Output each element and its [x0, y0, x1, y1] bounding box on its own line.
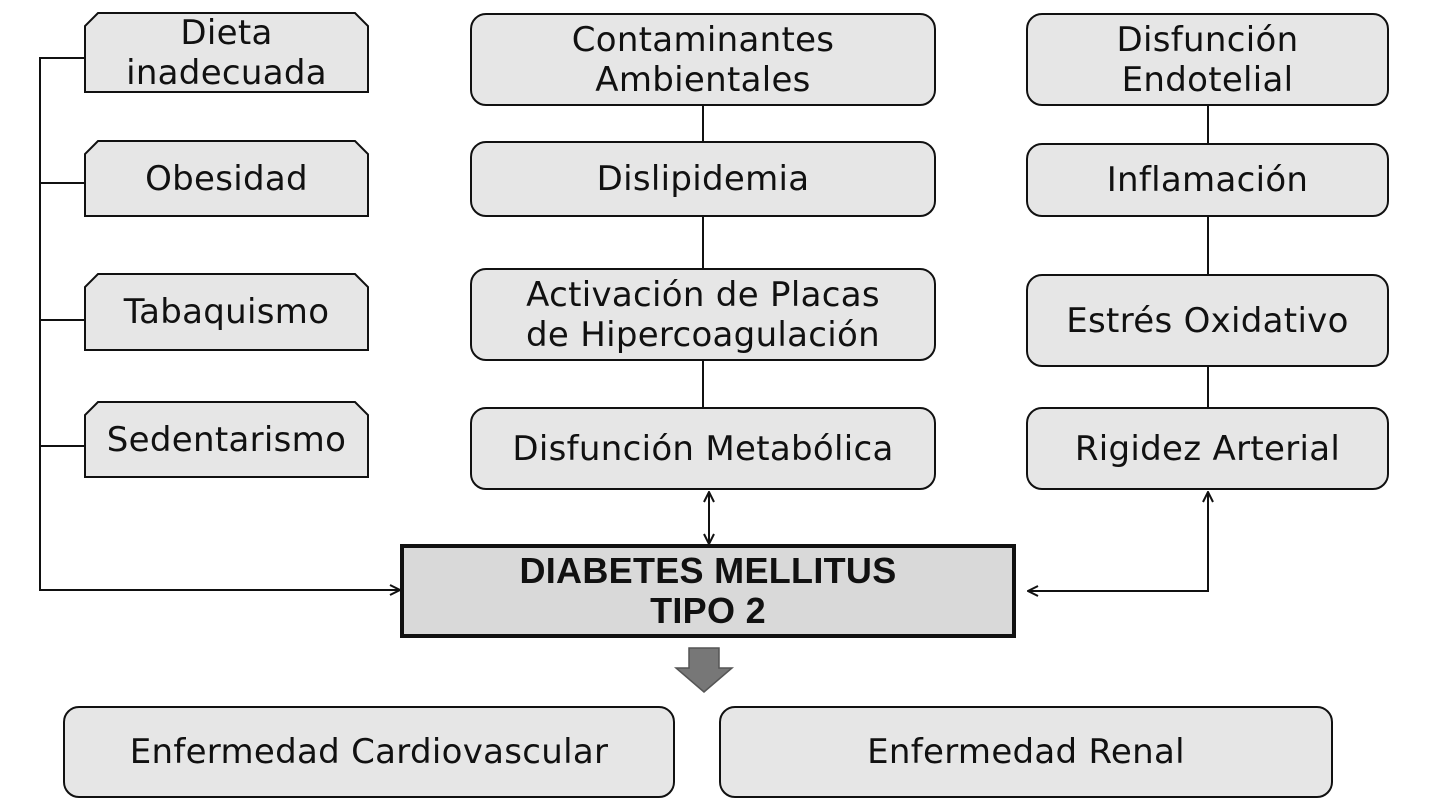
node-dyslipidemia: Dislipidemia [470, 141, 936, 217]
risk-factor-shape [84, 273, 369, 351]
node-metabolic-dysfunction: Disfunción Metabólica [470, 407, 936, 490]
node-oxidative-stress: Estrés Oxidativo [1026, 274, 1389, 367]
node-diabetes-mellitus: DIABETES MELLITUS TIPO 2 [400, 544, 1016, 638]
risk-factor-smoking: Tabaquismo [123, 292, 330, 332]
node-endothelial-dysfunction: Disfunción Endotelial [1026, 13, 1389, 106]
risk-factor-shape [84, 401, 369, 478]
stiffness-diabetes-arrow [1028, 492, 1208, 591]
risk-factor-shape [84, 12, 369, 93]
risk-factor-obesity: Obesidad [145, 158, 308, 199]
node-plaque-activation: Activación de Placas de Hipercoagulación [470, 268, 936, 361]
outcome-renal: Enfermedad Renal [719, 706, 1333, 798]
risk-factor-diet: Dieta inadecuada [126, 12, 327, 93]
down-arrow-icon [673, 647, 735, 693]
node-pollutants: Contaminantes Ambientales [470, 13, 936, 106]
risk-factor-bracket [39, 57, 400, 590]
risk-factor-sedentary: Sedentarismo [106, 419, 347, 460]
risk-factor-shape [84, 140, 369, 217]
outcome-cardiovascular: Enfermedad Cardiovascular [63, 706, 675, 798]
node-arterial-stiffness: Rigidez Arterial [1026, 407, 1389, 490]
node-inflammation: Inflamación [1026, 143, 1389, 217]
